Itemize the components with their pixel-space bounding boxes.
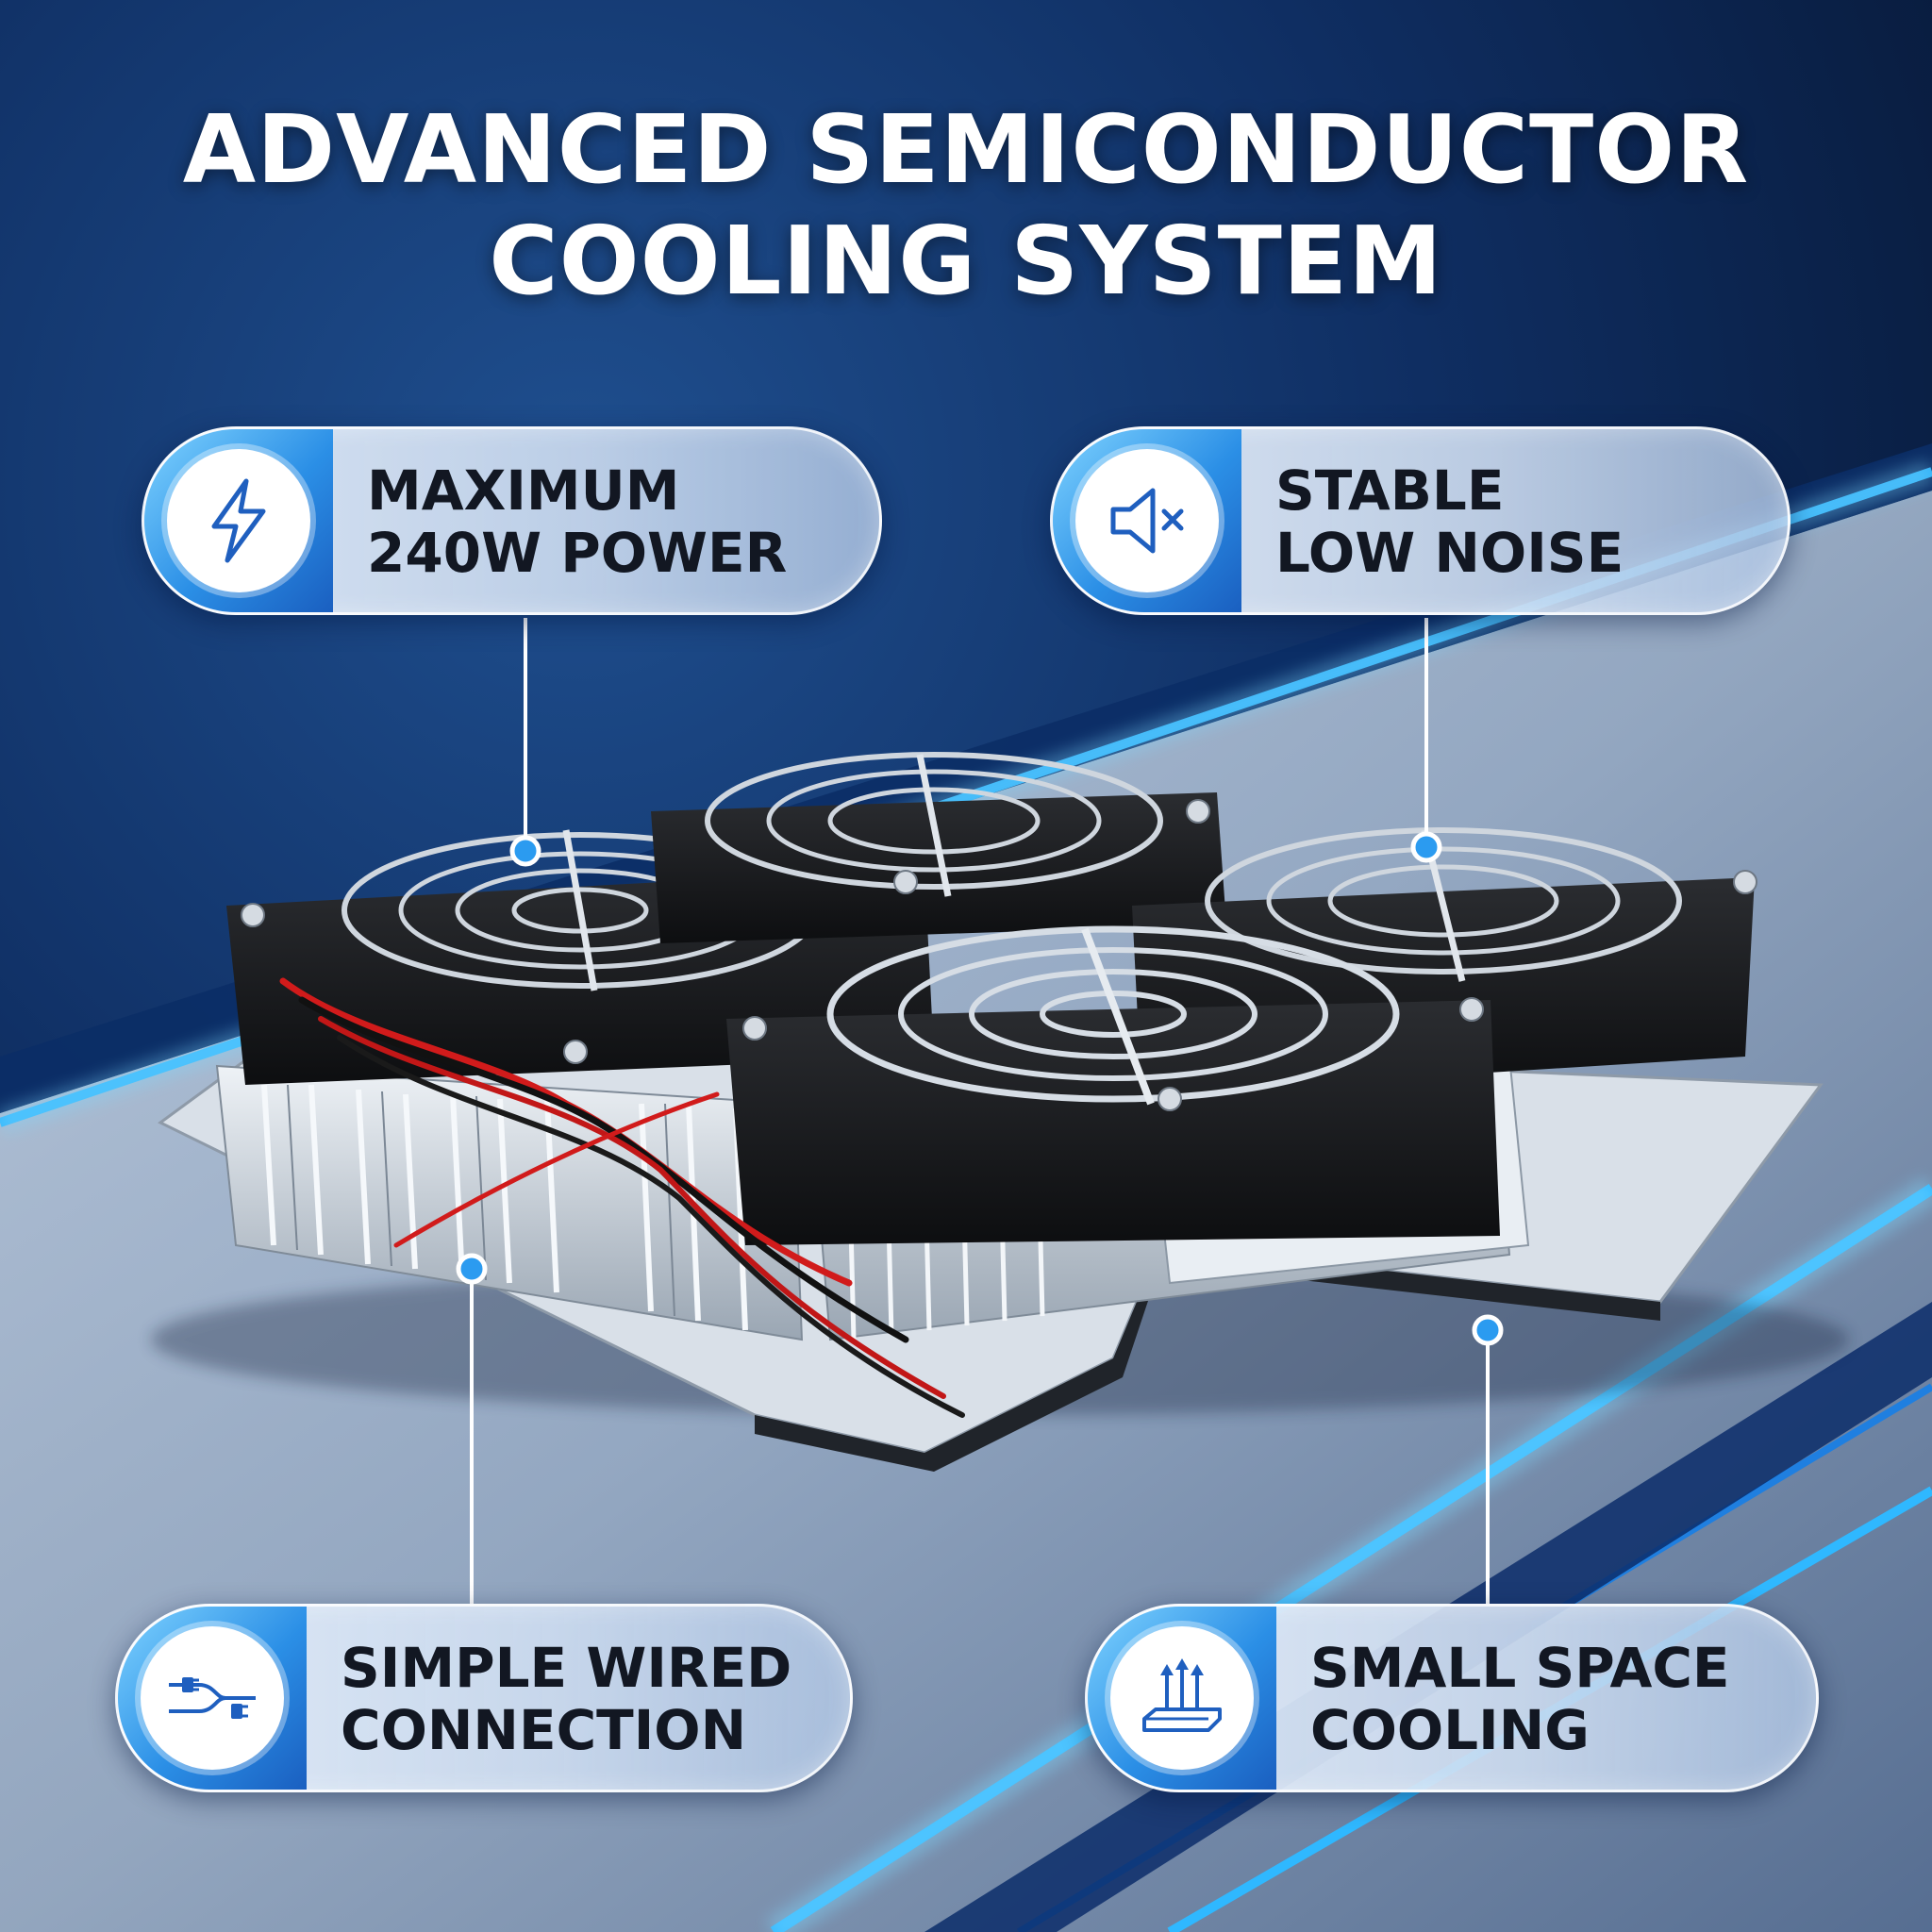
speaker-muted-icon	[1110, 488, 1184, 554]
wires	[279, 977, 965, 1418]
feature-icon-badge	[1053, 429, 1241, 612]
fan-back-center	[651, 752, 1226, 943]
fan-front-center	[726, 925, 1500, 1245]
feature-callout-space: SMALL SPACE COOLING	[1085, 1604, 1819, 1792]
headline-line-2: COOLING SYSTEM	[489, 206, 1443, 316]
feature-label: STABLE LOW NOISE	[1275, 459, 1624, 584]
headline: ADVANCED SEMICONDUCTOR COOLING SYSTEM	[0, 94, 1932, 317]
feature-callout-noise: STABLE LOW NOISE	[1050, 426, 1790, 615]
feature-line-1: STABLE	[1275, 458, 1505, 523]
feature-label: SIMPLE WIRED CONNECTION	[341, 1637, 791, 1761]
heat-rising-plate-icon	[1142, 1658, 1222, 1732]
headline-line-1: ADVANCED SEMICONDUCTOR	[182, 94, 1750, 205]
feature-icon-badge	[118, 1607, 307, 1790]
feature-line-1: SIMPLE WIRED	[341, 1636, 792, 1700]
power-plug-wires-icon	[169, 1677, 256, 1719]
feature-line-1: MAXIMUM	[367, 458, 680, 523]
feature-line-1: SMALL SPACE	[1310, 1636, 1730, 1700]
lightning-bolt-icon	[211, 478, 266, 563]
feature-line-2: LOW NOISE	[1275, 521, 1624, 585]
feature-line-2: COOLING	[1310, 1698, 1590, 1762]
feature-line-2: CONNECTION	[341, 1698, 747, 1762]
feature-callout-power: MAXIMUM 240W POWER	[142, 426, 882, 615]
feature-line-2: 240W POWER	[367, 521, 788, 585]
feature-label: SMALL SPACE COOLING	[1310, 1637, 1730, 1761]
cooling-unit-illustration	[151, 752, 1849, 1472]
feature-callout-connection: SIMPLE WIRED CONNECTION	[115, 1604, 853, 1792]
feature-icon-badge	[144, 429, 333, 612]
callout-dots	[456, 831, 1504, 1346]
feature-icon-badge	[1088, 1607, 1276, 1790]
callout-connectors	[470, 618, 1490, 1604]
feature-label: MAXIMUM 240W POWER	[367, 459, 787, 584]
